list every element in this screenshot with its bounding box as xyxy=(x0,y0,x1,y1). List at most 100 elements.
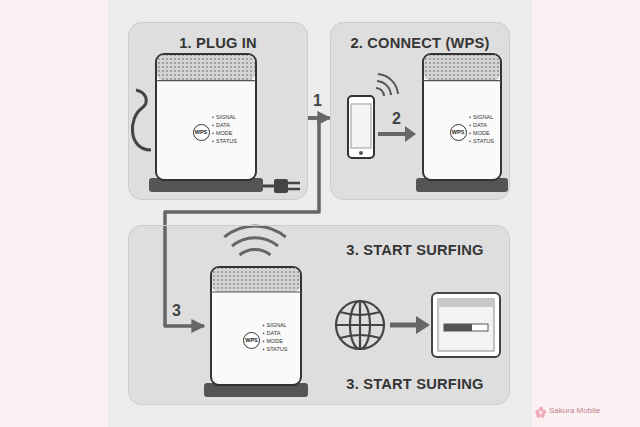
text-slot: DATA xyxy=(216,122,230,129)
indicator-label: DATA xyxy=(267,330,281,337)
mesh-edge xyxy=(156,80,256,81)
indicator-dot xyxy=(469,124,471,126)
speaker-mesh xyxy=(157,55,255,81)
mesh-edge xyxy=(211,291,301,292)
step-panel: 1. PLUG IN WPS SIGNALDATAMODESTATUS xyxy=(128,22,308,200)
indicator-dot xyxy=(212,116,214,118)
indicator-label: STATUS xyxy=(267,346,288,353)
arrow-head xyxy=(416,316,430,334)
text-slot: SIGNAL xyxy=(267,322,287,329)
text-slot: DATA xyxy=(267,330,281,337)
panel-fill xyxy=(330,22,510,200)
arrow xyxy=(390,323,418,328)
panel-fill xyxy=(128,225,510,405)
indicator-dot xyxy=(212,132,214,134)
indicator-label: STATUS xyxy=(216,138,237,145)
arrow xyxy=(378,132,406,136)
router-shell xyxy=(156,54,256,180)
text-slot: WPS xyxy=(193,124,210,141)
text-slot: 3. START SURFING xyxy=(321,242,509,258)
text-slot: STATUS xyxy=(216,138,237,145)
text-slot: DATA xyxy=(473,122,487,129)
power-plug xyxy=(274,179,288,193)
plug-prongs xyxy=(288,183,300,189)
router-body xyxy=(204,266,308,398)
speaker-mesh xyxy=(212,268,300,292)
indicator-label: STATUS xyxy=(473,138,494,145)
phone-button xyxy=(359,151,363,155)
step-heading: 2. CONNECT (WPS) xyxy=(331,35,509,51)
text-slot: STATUS xyxy=(267,346,288,353)
power-cable xyxy=(132,90,151,150)
text-slot: SIGNAL xyxy=(216,114,236,121)
text-slot: MODE xyxy=(267,338,284,345)
wps-button: WPS xyxy=(193,124,210,141)
indicator-label: SIGNAL xyxy=(473,114,493,121)
indicator-dot xyxy=(263,325,265,327)
tablet-screen xyxy=(438,299,494,351)
router-body xyxy=(416,53,508,193)
tablet-icon xyxy=(432,293,500,357)
router-device: WPS SIGNALDATAMODESTATUS xyxy=(416,53,508,193)
indicator-label: SIGNAL xyxy=(216,114,236,121)
indicator-dot xyxy=(469,116,471,118)
text-slot: 3 xyxy=(172,302,181,320)
mesh-edge xyxy=(423,80,501,81)
text-slot: 1. PLUG IN xyxy=(129,35,307,51)
step-heading: 3. START SURFING xyxy=(321,242,509,258)
wps-button: WPS xyxy=(450,124,467,141)
router-shell xyxy=(211,267,301,385)
indicator-dot xyxy=(469,140,471,142)
panel-fill xyxy=(128,22,308,200)
indicator-dot xyxy=(263,341,265,343)
text-slot: 2 xyxy=(392,110,401,128)
indicator-label: DATA xyxy=(216,122,230,129)
step-panel: 2. CONNECT (WPS) WPS SIGNALDATAMODESTATUS xyxy=(330,22,510,200)
text-slot: WPS xyxy=(243,332,260,349)
signal-waves xyxy=(224,226,285,255)
callout-number: 2 xyxy=(392,110,401,128)
progress-bar xyxy=(444,324,488,331)
text-slot: 1 xyxy=(313,92,322,110)
router-device: WPS SIGNALDATAMODESTATUS xyxy=(149,53,263,193)
text-slot: MODE xyxy=(473,130,490,137)
browser-bar xyxy=(438,299,494,307)
text-slot: MODE xyxy=(216,130,233,137)
router-shell xyxy=(423,54,501,180)
indicator-label: SIGNAL xyxy=(267,322,287,329)
indicator-dot xyxy=(212,124,214,126)
wifi-waves xyxy=(376,74,398,96)
watermark: Sakura Mobile xyxy=(549,406,600,415)
indicator-dot xyxy=(469,132,471,134)
indicator-label: MODE xyxy=(216,130,233,137)
text-slot: SIGNAL xyxy=(473,114,493,121)
text-slot: 3. START SURFING xyxy=(321,376,509,392)
phone-icon xyxy=(348,96,374,158)
text-slot: Sakura Mobile xyxy=(549,406,600,415)
router-body xyxy=(149,53,263,193)
indicator-label: MODE xyxy=(473,130,490,137)
callout-number: 1 xyxy=(313,92,322,110)
indicator-dot xyxy=(263,333,265,335)
step-panel: 3. START SURFING 3. START SURFING WPS SIGNA… xyxy=(128,225,510,405)
globe-icon xyxy=(336,301,384,349)
text-slot: 2. CONNECT (WPS) xyxy=(331,35,509,51)
indicator-label: MODE xyxy=(267,338,284,345)
indicator-dot xyxy=(263,349,265,351)
indicator-label: DATA xyxy=(473,122,487,129)
indicator-dot xyxy=(212,140,214,142)
phone-screen xyxy=(351,104,371,148)
wps-button: WPS xyxy=(243,332,260,349)
sakura-icon xyxy=(535,407,546,418)
step-heading: 1. PLUG IN xyxy=(129,35,307,51)
router-device: WPS SIGNALDATAMODESTATUS xyxy=(204,266,308,398)
progress-fill xyxy=(444,324,472,331)
arrow-head xyxy=(405,126,416,142)
callout-number: 3 xyxy=(172,302,181,320)
speaker-mesh xyxy=(424,55,500,81)
